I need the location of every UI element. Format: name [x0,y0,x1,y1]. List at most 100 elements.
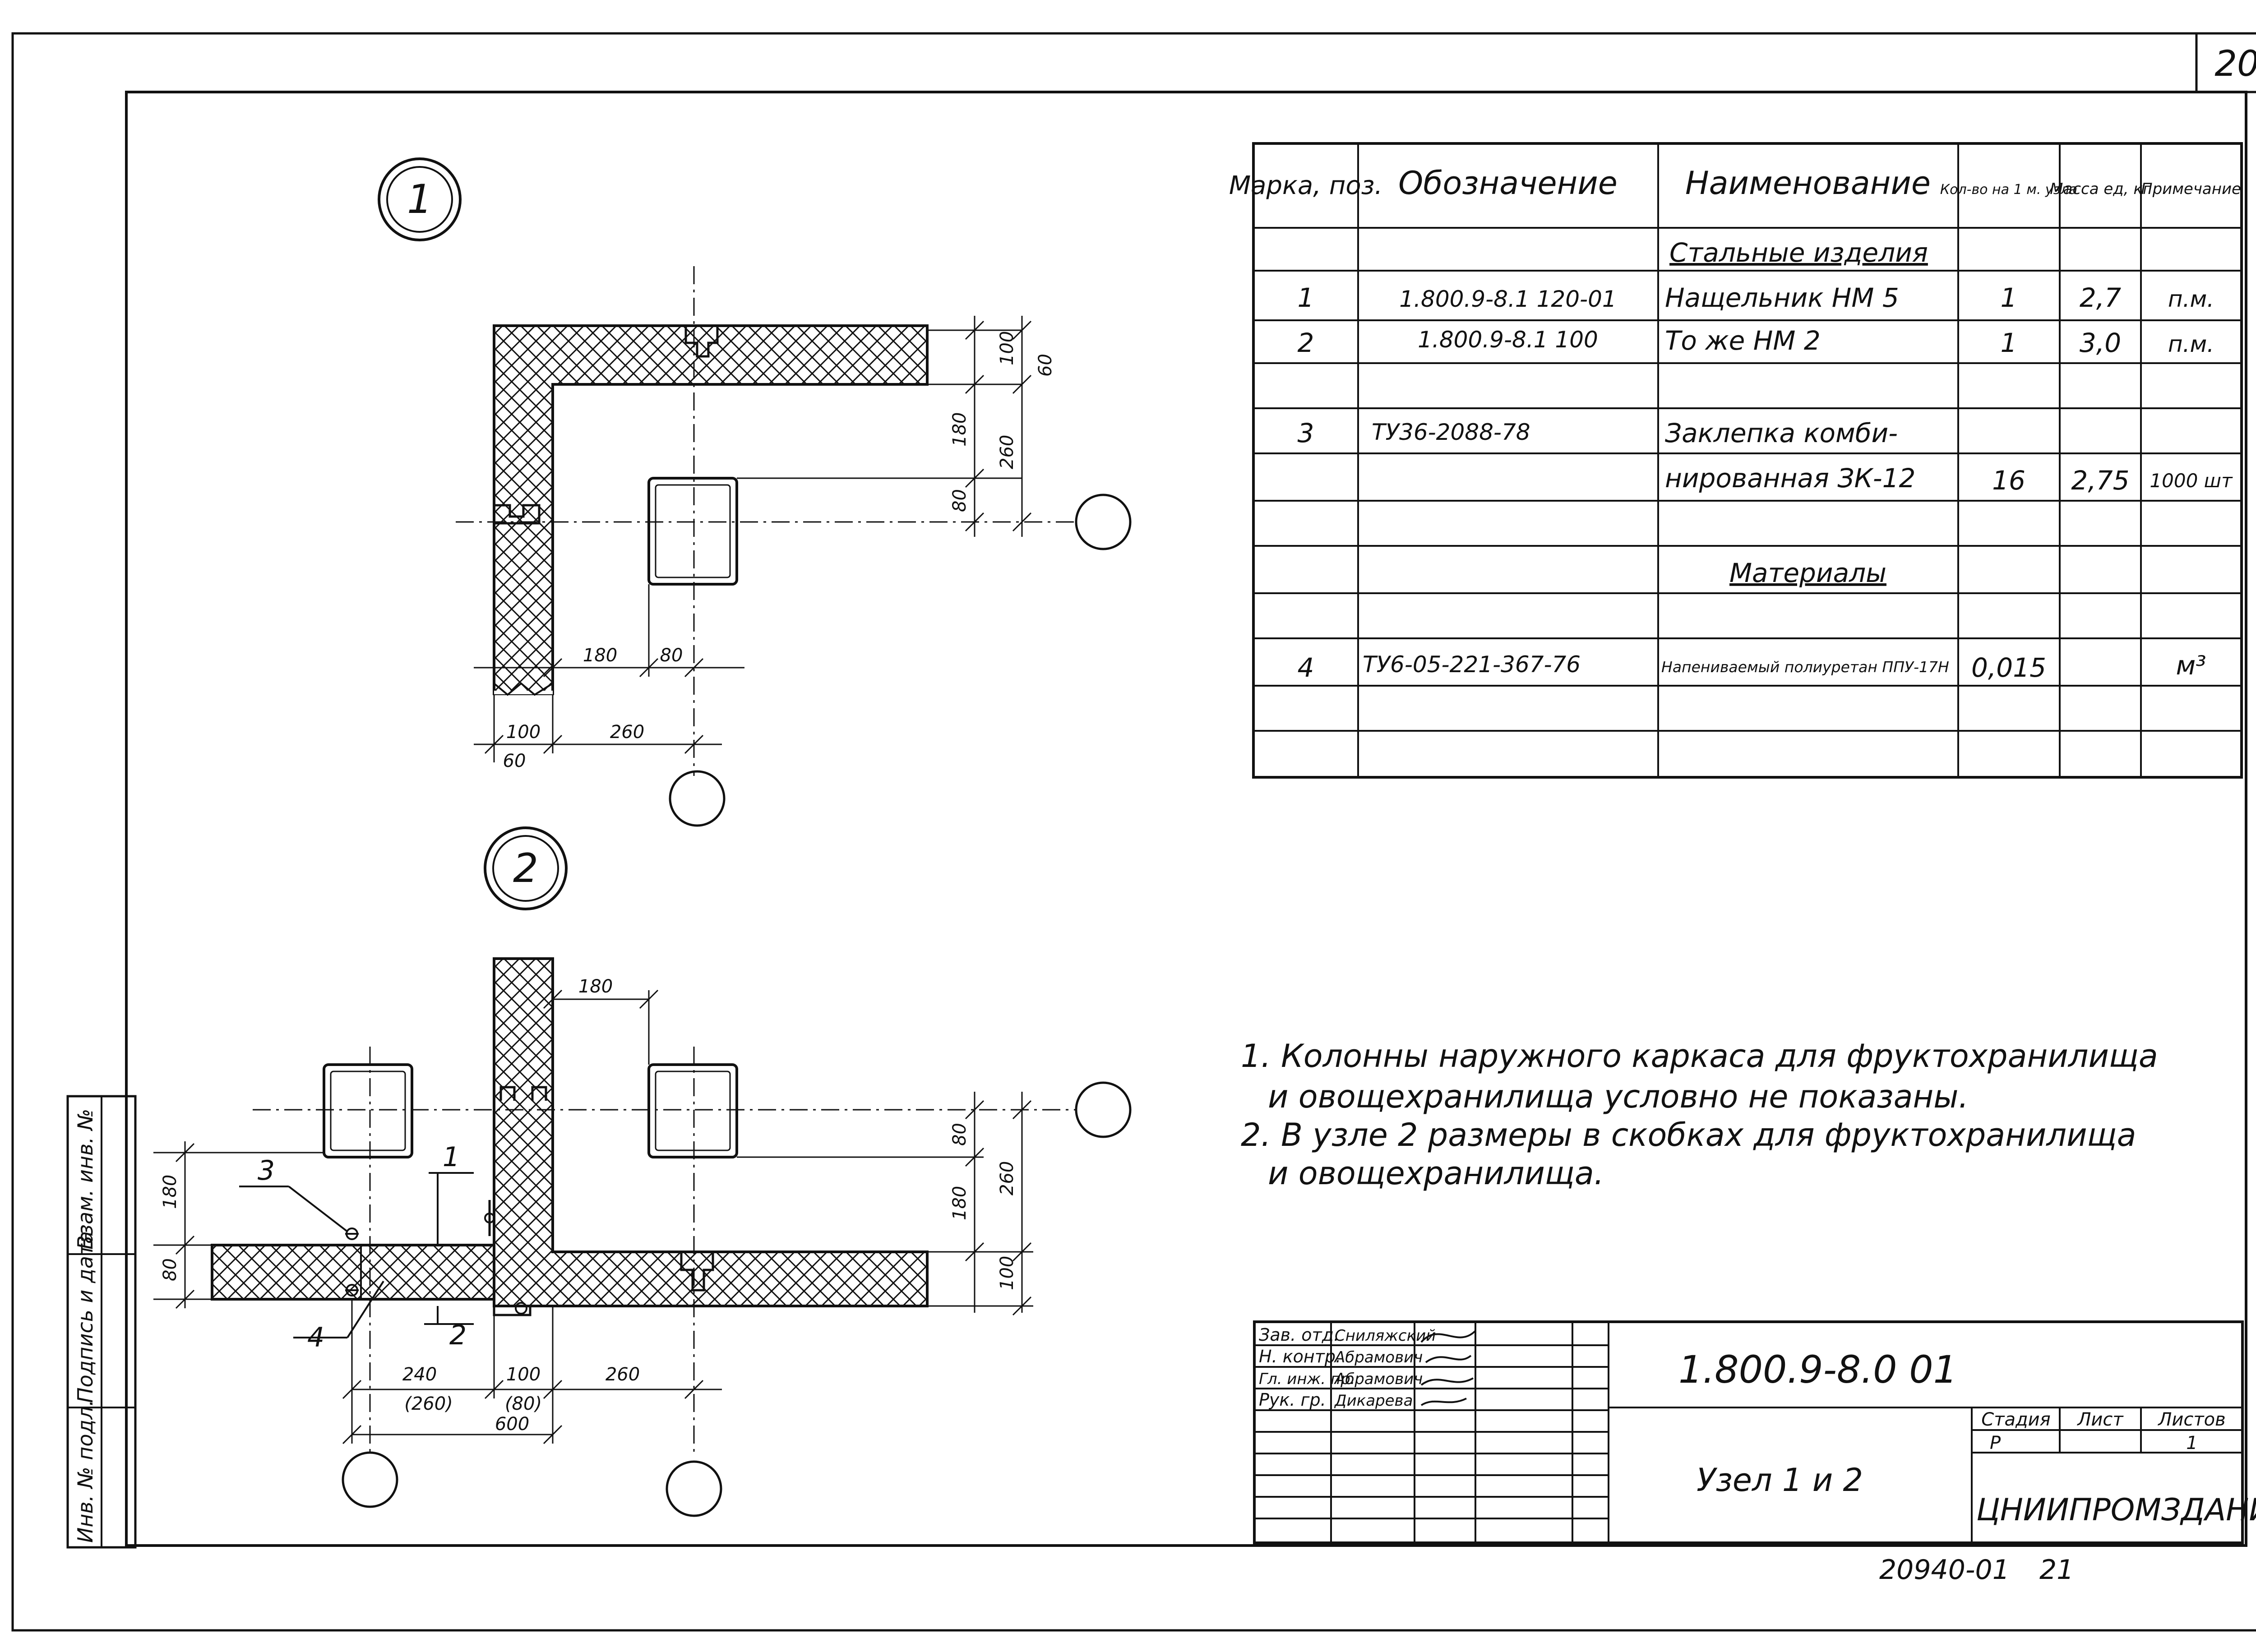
title-role-3: Гл. инж. пр. [1259,1370,1355,1388]
table-row-1-code: 1.800.9-8.1 120-01 [1399,286,1616,312]
node-1-dim-bottom-260: 260 [610,722,644,743]
node-1-dim-h-180: 180 [583,645,617,666]
spec-table: Марка, поз. Обозначение Наименование Кол… [1229,142,2243,779]
drawing-frame [125,91,2247,1547]
node-2-axis-bubble-left [342,1451,398,1508]
note-line-4: и овощехранилища. [1268,1155,1604,1192]
node-1-dim-bottom-60: 60 [503,751,526,771]
node-1-dim-h-80: 80 [660,645,683,666]
node-2-dim-right-100: 100 [997,1256,1017,1290]
title-role-4: Рук. гр. [1259,1390,1326,1410]
title-block: Зав. отд. Н. контр. Гл. инж. пр. Рук. гр… [1253,1320,2256,1544]
table-row-3b-mass: 2,75 [2071,465,2129,496]
node-2-panel-left [211,1244,495,1301]
table-row-3-code: ТУ36-2088-78 [1372,419,1530,445]
title-role-2: Н. контр. [1259,1347,1341,1366]
node-1-dim-top-100: 100 [997,331,1017,365]
node-2-dim-right-80: 80 [949,1123,970,1146]
node-2-panel-right [493,957,929,1307]
table-row-3-name: Заклепка комби- [1665,418,1898,448]
title-name-1: Сниляжский [1335,1327,1436,1345]
table-section-steel: Стальные изделия [1669,237,1928,268]
node-2-dim-bottom-260: 260 [606,1364,640,1385]
node-2-axis-bubble-right [1075,1081,1132,1138]
node-2-dim-bottom-80-bracket: (80) [505,1394,542,1414]
table-header-mass: Масса ед, кг [2050,180,2151,198]
node-2-callout-3: 3 [258,1155,275,1186]
side-stamp-replaced: Взам. инв. № [73,1109,97,1250]
node-1-dim-top-60: 60 [1035,354,1056,377]
table-row-2-mass: 3,0 [2080,328,2121,358]
table-row-4-note: м³ [2176,650,2206,681]
title-sheets-label: Листов [2157,1409,2225,1430]
node-2-marker-outer [484,826,568,910]
table-header-note: Примечание [2141,180,2241,198]
side-stamp: Взам. инв. № Подпись и дата Инв. № подл. [66,1095,137,1549]
node-1: 1 100 60 1 [378,157,1132,827]
title-organization: ЦНИИПРОМЗДАНИЙ [1976,1492,2256,1528]
node-1-dim-bottom-100: 100 [506,722,541,743]
table-row-2-name: То же НМ 2 [1665,325,1821,356]
table-row-3-pos: 3 [1298,418,1314,448]
side-stamp-signature: Подпись и дата [73,1231,97,1403]
node-1-axis-bubble-right [1075,494,1132,550]
table-row-3b-note: 1000 шт [2150,470,2233,492]
table-header-name: Наименование [1685,165,1931,202]
table-section-materials: Материалы [1729,558,1886,588]
table-row-4-qty: 0,015 [1971,652,2046,683]
node-2-column-left [323,1063,413,1158]
outer-border [11,32,2256,1632]
node-2-dim-left-180: 180 [160,1175,180,1209]
node-2-callout-4: 4 [307,1322,324,1353]
table-row-1-mass: 2,7 [2080,282,2121,313]
node-1-dim-180: 180 [949,412,970,447]
node-2-dim-right-260: 260 [997,1161,1017,1195]
archive-page: 21 [2039,1554,2074,1586]
node-2-dim-bottom-260-bracket: (260) [404,1394,453,1414]
table-header-designation: Обозначение [1398,165,1618,202]
table-row-2-qty: 1 [2001,328,2017,358]
node-2-label: 2 [513,845,538,891]
node-2-axis-bubble-right-bottom [666,1460,722,1517]
node-2-marker-inner [492,835,559,902]
table-row-1-pos: 1 [1298,282,1314,313]
node-2-callout-1: 1 [443,1141,460,1173]
signatures [1420,1330,1476,1406]
title-sheets-value: 1 [2186,1433,2197,1454]
table-row-4-pos: 4 [1298,652,1314,683]
title-drawing-name: Узел 1 и 2 [1697,1462,1863,1499]
title-stage-label: Стадия [1981,1409,2050,1430]
node-1-dim-80: 80 [949,489,970,512]
note-line-2: и овощехранилища условно не показаны. [1268,1078,1969,1115]
node-2: 2 18 [153,826,1132,1517]
note-line-1: 1. Колонны наружного каркаса для фруктох… [1241,1038,2158,1075]
node-2-callout-2: 2 [449,1320,467,1351]
title-document-code: 1.800.9-8.0 01 [1678,1347,1957,1392]
node-2-column-right [647,1063,738,1158]
table-row-2-note: п.м. [2168,331,2214,357]
table-row-1-name: Нащельник НМ 5 [1665,282,1899,313]
node-2-dim-bottom-600: 600 [495,1414,529,1435]
node-1-dim-260: 260 [997,435,1017,469]
title-name-4: Дикарева [1334,1392,1413,1410]
node-2-dim-right-180: 180 [949,1186,970,1220]
table-row-1-note: п.м. [2168,286,2214,312]
node-2-dim-left-80: 80 [160,1258,180,1281]
title-name-2: Абрамович [1334,1348,1423,1366]
table-row-4-name: Напениваемый полиуретан ППУ-17Н [1661,658,1949,676]
node-2-dim-top-180: 180 [578,976,613,997]
table-row-2-pos: 2 [1298,328,1314,358]
table-header-qty: Кол-во на 1 м. узла [1940,182,2077,198]
table-row-3b-name: нированная ЗК-12 [1665,463,1915,494]
node-1-marker-outer [378,157,462,241]
side-stamp-inventory: Инв. № подл. [73,1400,97,1543]
title-role-1: Зав. отд. [1259,1325,1339,1345]
title-stage-value: Р [1990,1433,2001,1454]
node-1-panel [493,324,929,695]
node-1-label: 1 [407,176,432,222]
archive-number: 20940-01 [1879,1554,2010,1586]
node-1-marker-inner [386,166,453,233]
note-line-3: 2. В узле 2 размеры в скобках для фрукто… [1241,1117,2136,1154]
table-row-1-qty: 1 [2001,282,2017,313]
